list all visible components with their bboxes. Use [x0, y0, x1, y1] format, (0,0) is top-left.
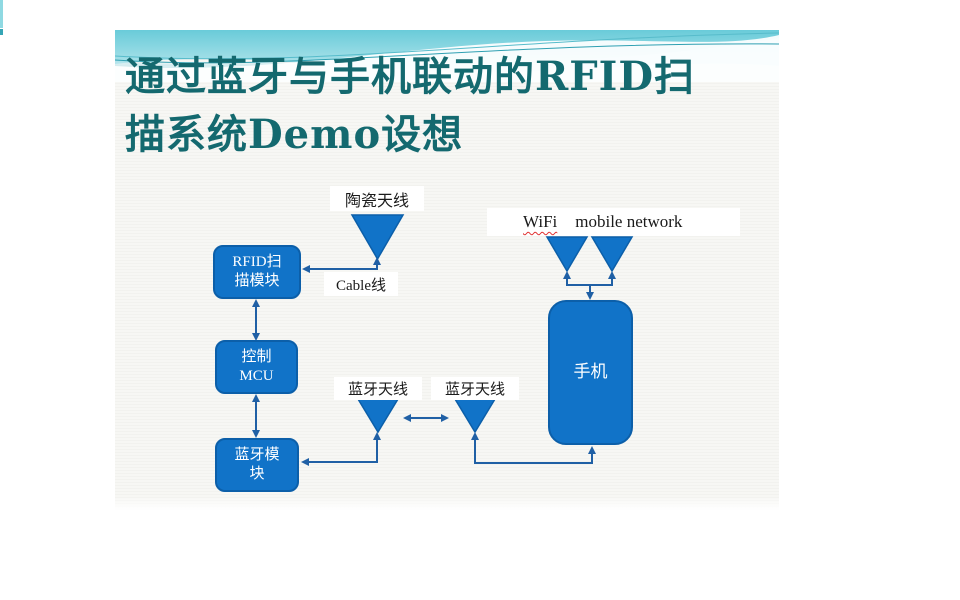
slide-title-line-1: 通过蓝牙与手机联动的RFID扫 — [125, 53, 696, 100]
wifi-text: WiFi — [523, 212, 558, 231]
mobile-network-text: mobile network — [575, 212, 683, 231]
node-rfid-line1: RFID扫 — [232, 253, 282, 270]
bt-antenna-left-label: 蓝牙天线 — [334, 377, 422, 400]
connector-bt-bt — [403, 414, 449, 422]
slide-title-line-2: 描系统Demo设想 — [125, 111, 464, 158]
connector-rfid-mcu — [252, 299, 260, 341]
node-control-mcu: 控制 MCU — [215, 340, 298, 394]
connector-antenna-phone — [471, 432, 596, 464]
wave-decoration — [115, 30, 779, 82]
bt-antenna-right-triangle — [453, 398, 497, 434]
ceramic-antenna-label: 陶瓷天线 — [330, 186, 424, 211]
connector-wifi-phone — [563, 271, 616, 300]
corner-decoration-bottom — [0, 29, 3, 35]
connector-mcu-bt — [252, 394, 260, 438]
corner-decoration-top — [0, 0, 3, 28]
ceramic-antenna-triangle — [350, 214, 405, 261]
wifi-antenna-left-triangle — [545, 236, 589, 273]
node-bt-line2: 块 — [249, 466, 265, 482]
node-mcu-line2: MCU — [239, 368, 274, 384]
node-rfid-line2: 描模块 — [234, 273, 280, 289]
bt-antenna-left-triangle — [356, 398, 400, 434]
connector-cable — [302, 257, 381, 273]
connector-bt-antenna — [301, 432, 381, 466]
node-phone-label: 手机 — [573, 362, 608, 382]
node-bt-line1: 蓝牙模 — [234, 446, 280, 463]
wifi-antenna-right-triangle — [590, 236, 634, 273]
node-phone: 手机 — [548, 300, 633, 445]
node-rfid-module: RFID扫 描模块 — [213, 245, 301, 299]
node-mcu-line1: 控制 — [241, 348, 272, 365]
bt-antenna-right-label: 蓝牙天线 — [431, 377, 519, 400]
wifi-network-label: WiFi mobile network — [487, 208, 740, 236]
node-bluetooth-module: 蓝牙模 块 — [215, 438, 299, 492]
cable-label: Cable线 — [324, 272, 398, 296]
